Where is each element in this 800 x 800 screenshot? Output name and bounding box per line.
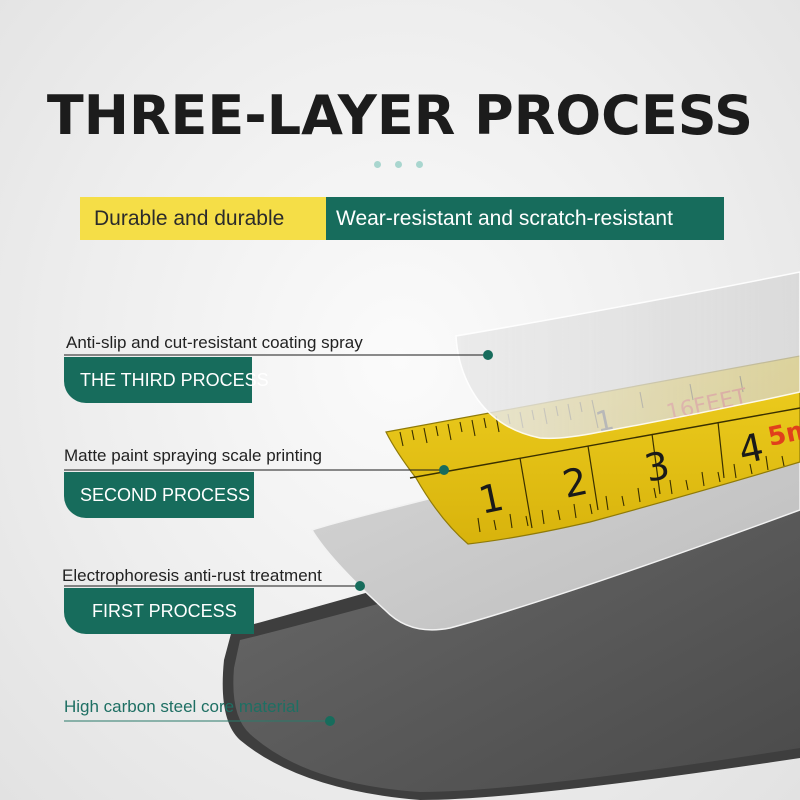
feature-banner: Durable and durable Wear-resistant and s… [80, 197, 724, 240]
caption-third-process: Anti-slip and cut-resistant coating spra… [66, 333, 363, 352]
scale-divider-1 [519, 457, 533, 529]
page-title: THREE-LAYER PROCESS [46, 84, 754, 147]
leader-dot-core [325, 716, 335, 726]
badge-third-process: THE THIRD PROCESS [64, 357, 269, 403]
badge-first-process: FIRST PROCESS [64, 588, 254, 634]
leader-dot-second [439, 465, 449, 475]
banner-durable: Durable and durable [80, 197, 326, 240]
scale-center-line [409, 407, 800, 479]
scale-divider-2 [587, 445, 599, 511]
badge-second-process: SECOND PROCESS [64, 472, 254, 518]
caption-first-process: Electrophoresis anti-rust treatment [62, 566, 322, 585]
caption-core-material: High carbon steel core material [64, 697, 300, 716]
leader-dot-third [483, 350, 493, 360]
scale-divider-4 [717, 421, 725, 479]
decorative-dots [374, 161, 426, 169]
scale-divider-3 [651, 433, 661, 495]
caption-second-process: Matte paint spraying scale printing [64, 446, 322, 465]
clear-coating-layer [455, 271, 800, 440]
banner-wear-resistant: Wear-resistant and scratch-resistant [326, 197, 724, 240]
leader-dot-first [355, 581, 365, 591]
